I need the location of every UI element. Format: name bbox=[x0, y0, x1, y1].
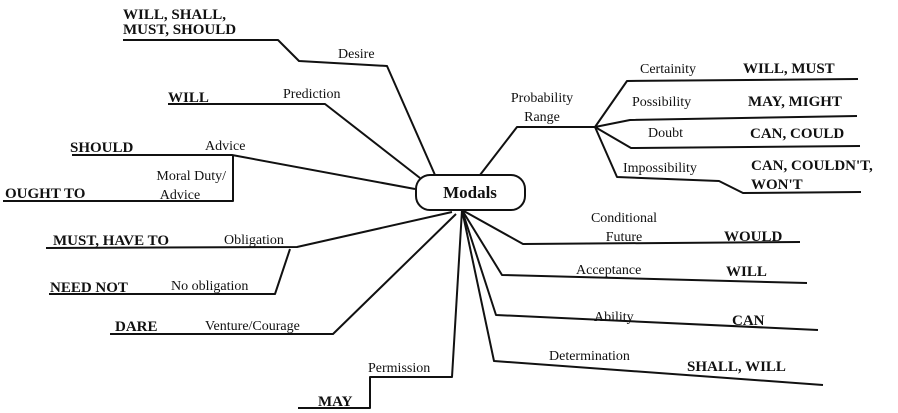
connector-lines bbox=[3, 39, 862, 409]
permission-modals: MAY bbox=[318, 394, 353, 410]
possibility-label: Possibility bbox=[632, 95, 691, 110]
ability-line bbox=[461, 209, 819, 331]
permission-label: Permission bbox=[368, 361, 430, 376]
impossibility-modals-line2: WON'T bbox=[751, 177, 803, 193]
desire-label: Desire bbox=[338, 47, 375, 62]
venture-label: Venture/Courage bbox=[205, 319, 300, 334]
doubt-line bbox=[594, 126, 861, 149]
doubt-modals: CAN, COULD bbox=[750, 126, 844, 142]
determination-line bbox=[461, 209, 824, 386]
doubt-label: Doubt bbox=[648, 126, 683, 141]
ability-modals: CAN bbox=[732, 313, 765, 329]
probability-label-line2: Range bbox=[524, 110, 560, 125]
prediction-label: Prediction bbox=[283, 87, 341, 102]
conditional-label-line1: Conditional bbox=[591, 211, 657, 226]
possibility-line bbox=[594, 115, 858, 128]
no-obligation-label: No obligation bbox=[171, 279, 248, 294]
center-node-label: Modals bbox=[443, 183, 497, 202]
prediction-line bbox=[168, 103, 421, 179]
probability-label-line1: Probability bbox=[511, 91, 573, 106]
moral-duty-line bbox=[3, 155, 234, 202]
probability-line bbox=[479, 126, 595, 176]
acceptance-label: Acceptance bbox=[576, 263, 641, 278]
desire-modals-line2: MUST, SHOULD bbox=[123, 22, 236, 38]
certainty-line bbox=[594, 78, 859, 128]
advice-label: Advice bbox=[205, 139, 245, 154]
moral-duty-label-line2: Advice bbox=[160, 188, 200, 203]
determination-label: Determination bbox=[549, 349, 630, 364]
impossibility-label: Impossibility bbox=[623, 161, 697, 176]
certainty-label: Certainity bbox=[640, 62, 696, 77]
permission-line bbox=[298, 209, 463, 409]
advice-modals: SHOULD bbox=[70, 140, 134, 156]
impossibility-line bbox=[594, 126, 862, 194]
obligation-line bbox=[45, 211, 453, 249]
determination-modals: SHALL, WILL bbox=[687, 359, 786, 375]
moral-duty-modals: OUGHT TO bbox=[5, 186, 85, 202]
conditional-line bbox=[461, 209, 801, 245]
venture-modals: DARE bbox=[115, 319, 158, 335]
center-node: Modals bbox=[415, 174, 526, 211]
obligation-modals: MUST, HAVE TO bbox=[53, 233, 169, 249]
obligation-label: Obligation bbox=[224, 233, 284, 248]
impossibility-modals-line1: CAN, COULDN'T, bbox=[751, 158, 873, 174]
acceptance-modals: WILL bbox=[726, 264, 767, 280]
conditional-modals: WOULD bbox=[724, 229, 783, 245]
desire-line bbox=[123, 39, 436, 176]
moral-duty-label-line1: Moral Duty/ bbox=[156, 169, 226, 184]
prediction-modals: WILL bbox=[168, 90, 209, 106]
certainty-modals: WILL, MUST bbox=[743, 61, 835, 77]
acceptance-line bbox=[461, 209, 808, 284]
no-obligation-line bbox=[49, 248, 291, 295]
venture-line bbox=[110, 213, 457, 335]
advice-line bbox=[72, 154, 416, 190]
desire-modals-line1: WILL, SHALL, bbox=[123, 7, 226, 23]
no-obligation-modals: NEED NOT bbox=[50, 280, 128, 296]
center-node-box bbox=[415, 174, 526, 211]
possibility-modals: MAY, MIGHT bbox=[748, 94, 842, 110]
ability-label: Ability bbox=[594, 310, 634, 325]
conditional-label-line2: Future bbox=[606, 230, 643, 245]
